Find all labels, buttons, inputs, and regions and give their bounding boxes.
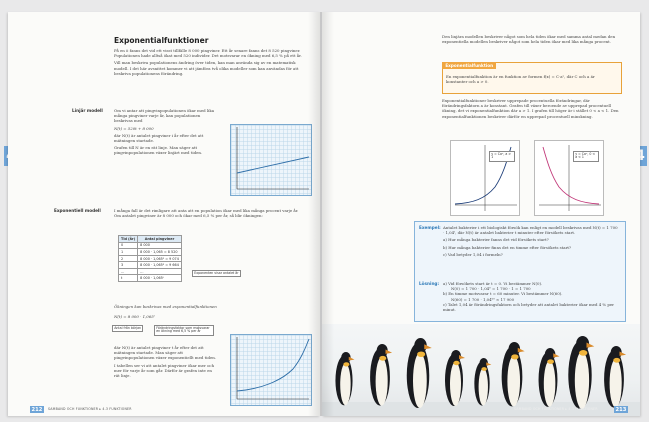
- penguin: [370, 344, 393, 406]
- growth-chart-label: y = Caˣ, a > 1: [489, 151, 516, 162]
- right-footer: SAMBAND OCH FUNKTIONER ▸ 4.3 FUNKTIONER: [514, 407, 598, 411]
- penguin: [604, 346, 627, 408]
- exponential-text-after: Ökningen kan beskrivas med exponentialfu…: [114, 304, 217, 309]
- table-header-count: Antal pingviner: [137, 235, 182, 243]
- penguin: [406, 338, 432, 408]
- penguin-photo: [322, 324, 640, 416]
- linear-model-label: Linjär modell: [72, 108, 103, 113]
- table-cell: 8 000 · 1,065³ = 9 664: [137, 261, 182, 269]
- table-cell: 8 000: [137, 241, 182, 250]
- penguin: [501, 342, 525, 407]
- exponential-graph: [230, 334, 312, 406]
- table-cell: …: [137, 267, 182, 276]
- explanation-text: Exponentialfunktioner beskriver upprepad…: [442, 98, 619, 119]
- example-label: Exempel:: [419, 225, 441, 230]
- solution-label: Lösning:: [419, 281, 440, 286]
- example-question-b: b) Hur många bakterier finns det en timm…: [443, 244, 572, 250]
- exponential-model-label: Exponentiell modell: [54, 208, 101, 213]
- decay-mini-chart: y = Caˣ, 0 < a < 1: [534, 140, 604, 216]
- linear-text-2: där N(t) är antalet pingviner i år efter…: [114, 132, 204, 144]
- table-cell: 2: [117, 254, 139, 263]
- example-statement: Antalet bakterier i ett biologiskt försö…: [443, 225, 618, 236]
- exponential-end-1: där N(t) är antalet pingviner t år efter…: [114, 345, 216, 361]
- penguin-photo-svg: [322, 336, 640, 416]
- penguin: [474, 358, 492, 406]
- linear-text-1: Om vi antar att pingvinpopulationen ökar…: [114, 108, 215, 124]
- table-cell: 1: [117, 248, 139, 256]
- solution-a: a) Vid försökets start är t = 0. Vi best…: [443, 281, 543, 286]
- intro-paragraph-1: På en ö fanns det vid ett visst tillfäll…: [114, 48, 302, 59]
- solution-c: c) Talet 1,04 är förändringsfaktorn och …: [443, 301, 615, 313]
- example-box: Exempel: Antalet bakterier i ett biologi…: [414, 221, 626, 322]
- intro-text: På en ö fanns det vid ett visst tillfäll…: [114, 48, 302, 78]
- solution-b-calc: N(60) = 1 700 · 1,04⁶⁰ ≈ 17 900: [451, 296, 515, 302]
- solution-text: a) Vid försökets start är t = 0. Vi best…: [443, 281, 619, 312]
- exponential-intro: I många fall är det rimligare att anta a…: [114, 208, 299, 219]
- definition-label: Exponentialfunktion: [442, 62, 497, 70]
- decay-chart-label: y = Caˣ, 0 < a < 1: [573, 151, 600, 162]
- left-page-number: 212: [30, 406, 44, 413]
- exponent-callout: Exponenten visar antalet år: [192, 270, 241, 277]
- left-footer: SAMBAND OCH FUNKTIONER ▸ 4.3 FUNKTIONER: [48, 407, 132, 411]
- right-page: Den linjära modellen beskriver något som…: [322, 12, 640, 416]
- example-text: Antalet bakterier i ett biologiskt försö…: [443, 225, 619, 259]
- exponential-formula: N(t) = 8 000 · 1,065ᵗ: [114, 314, 155, 319]
- table-row: ……: [117, 267, 182, 276]
- solution-a-calc: N(0) = 1 700 · 1,04⁰ = 1 700 · 1 = 1 700: [451, 286, 531, 292]
- growth-factor-callout: Förändringsfaktor som motsvarar en öknin…: [154, 325, 215, 336]
- page-title: Exponentialfunktioner: [114, 36, 209, 45]
- definition-text: En exponentialfunktion är en funktion av…: [446, 74, 595, 85]
- penguin: [445, 350, 465, 406]
- decay-mini-chart-svg: [539, 145, 601, 211]
- right-intro: Den linjära modellen beskriver något som…: [442, 34, 616, 45]
- intro-paragraph-2: Vill man beskriva populationens ändring …: [114, 60, 299, 76]
- example-question-c: c) Vad betyder 1,04 i formeln?: [443, 251, 503, 257]
- table-cell: 8 000 · 1,065 = 8 520: [137, 248, 182, 256]
- example-question-a: a) Hur många bakterier fanns det vid för…: [443, 237, 549, 243]
- penguin: [568, 336, 595, 409]
- growth-mini-chart: y = Caˣ, a > 1: [450, 140, 520, 216]
- solution-b: b) En timme motsvarar t = 60 minuter. Vi…: [443, 291, 563, 297]
- linear-graph-svg: [236, 127, 310, 190]
- exponential-text-end: där N(t) är antalet pingviner t år efter…: [114, 345, 218, 380]
- table-cell: 0: [117, 241, 139, 250]
- penguin: [538, 348, 560, 407]
- table-header-row: Tid (år) Antal pingviner: [117, 235, 182, 243]
- definition-box: Exponentialfunktion En exponentialfunkti…: [442, 62, 622, 94]
- decay-curve: [542, 146, 600, 205]
- linear-model-text: Om vi antar att pingvinpopulationen ökar…: [114, 108, 216, 158]
- linear-text-3: Grafen till N är en rät linje. Man säger…: [114, 145, 203, 156]
- right-page-number: 213: [614, 406, 628, 413]
- ground: [322, 402, 640, 416]
- linear-graph-line: [236, 156, 310, 174]
- table-header-time: Tid (år): [117, 235, 139, 243]
- table-cell: 8 000 · 1,065² = 9 074: [137, 254, 182, 263]
- exponential-end-2: I tabellen ser vi att antalet pingviner …: [114, 362, 215, 379]
- table-cell: …: [117, 267, 139, 276]
- exponential-graph-svg: [236, 337, 310, 400]
- start-amount-callout: Antal från början: [112, 325, 144, 332]
- left-page: Exponentialfunktioner På en ö fanns det …: [8, 12, 320, 416]
- linear-graph: [230, 124, 312, 196]
- table-cell: 3: [117, 261, 139, 269]
- linear-formula: N(t) = 520t + 8 000: [114, 125, 154, 131]
- table-cell: 8 000 · 1,065ᵗ: [137, 274, 182, 283]
- table-cell: t: [117, 274, 139, 283]
- penguin: [335, 352, 355, 406]
- exponential-graph-curve: [236, 338, 310, 392]
